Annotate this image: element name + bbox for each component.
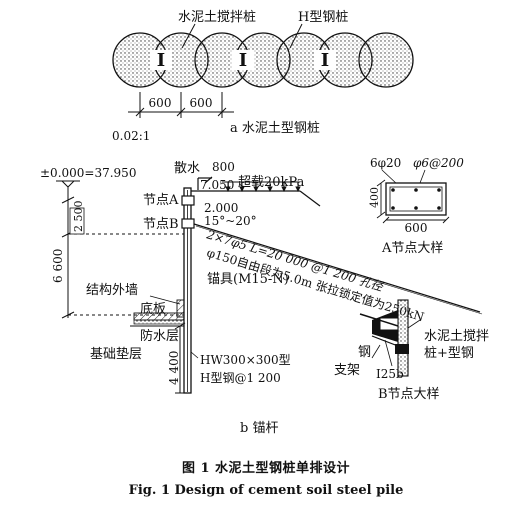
node-a-marker — [181, 195, 195, 206]
figure-caption-en: Fig. 1 Design of cement soil steel pile — [128, 483, 404, 498]
figure-caption-cn: 图 1 水泥土型钢桩单排设计 — [181, 461, 351, 476]
caption-detail-a: A节点大样 — [381, 241, 443, 256]
dim-2000: 2.000 — [204, 201, 238, 215]
basement-structure — [130, 299, 185, 327]
elevation-top: ±0.000=37.950 — [40, 166, 136, 180]
h-pile-symbol-3: I — [321, 50, 329, 71]
h-pile-symbol-2: I — [239, 50, 247, 71]
rebar-6phi20: 6φ20 — [370, 156, 401, 170]
dim-400: 400 — [368, 187, 381, 208]
part-a: I I I 水泥土搅拌桩 H型钢桩 600 600 0.02:1 a 水泥土型钢… — [112, 6, 414, 143]
ground-surface — [185, 176, 321, 207]
label-cement-pile: 水泥土搅拌桩 — [178, 9, 256, 25]
detail-b-steel: 钢 — [358, 345, 371, 360]
angle-label: 15°~20° — [204, 214, 257, 228]
anchorage-label: 锚具(M15-N) — [207, 272, 289, 287]
outer-wall-label: 结构外墙 — [86, 283, 138, 298]
node-b-label: 节点B — [143, 217, 179, 232]
detail-b-bracket: 支架 — [334, 363, 360, 378]
anchor-rod — [193, 223, 483, 315]
detail-b-i25b: I25b — [376, 367, 404, 381]
detail-b-label-1: 水泥土搅拌 — [424, 328, 489, 344]
hw-section-label: HW300×300型 — [200, 353, 291, 367]
dim-line-a — [128, 92, 234, 118]
dim-600-detail: 600 — [405, 221, 428, 235]
caption-a: a 水泥土型钢桩 — [230, 121, 320, 136]
detail-a: 6φ20 φ6@200 400 600 A节点大样 — [368, 156, 464, 256]
label-h-pile: H型钢桩 — [298, 10, 348, 25]
dim-4400: 4 400 — [167, 351, 181, 385]
h-pile-symbols: I I I — [150, 50, 336, 71]
diagram-canvas: I I I 水泥土搅拌桩 H型钢桩 600 600 0.02:1 a 水泥土型钢… — [40, 6, 490, 436]
node-a-label: 节点A — [143, 193, 179, 208]
caption-b: b 锚杆 — [240, 421, 278, 436]
surcharge-label: 超载20kPa — [238, 175, 305, 190]
h-pile-symbol-1: I — [157, 50, 165, 71]
elev-7050: 7.050 — [200, 178, 234, 192]
waterproof-label: 防水层 — [140, 328, 179, 344]
dim-2500: 2 500 — [72, 201, 85, 233]
lower-dimension — [174, 322, 186, 394]
dim-800: 800 — [212, 160, 235, 174]
surcharge-arrows — [222, 181, 301, 193]
detail-b: 水泥土搅拌 桩+型钢 钢 支架 I25b B节点大样 — [334, 299, 489, 402]
rebar-phi6-200: φ6@200 — [413, 156, 464, 170]
detail-b-label-2: 桩+型钢 — [424, 346, 474, 361]
base-slab-label: 底板 — [140, 301, 166, 317]
slope-label: 0.02:1 — [112, 129, 150, 143]
dim-600-left: 600 — [149, 96, 172, 110]
cushion-label: 基础垫层 — [90, 346, 142, 362]
caption-detail-b: B节点大样 — [378, 387, 440, 402]
drain-label: 散水 — [174, 161, 200, 176]
dim-6600: 6 600 — [51, 249, 65, 283]
dim-600-right: 600 — [190, 96, 213, 110]
node-b-marker — [181, 218, 195, 229]
h-steel-label: H型钢@1 200 — [200, 371, 281, 385]
